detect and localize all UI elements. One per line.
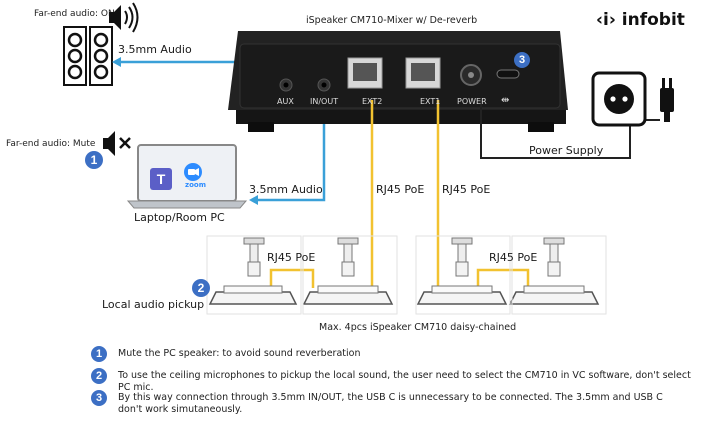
mic-frame-4 [511,235,607,315]
rj45-label-ext2: RJ45 PoE [376,183,425,196]
power-outlet-icon [591,71,647,127]
badge-3: 3 [514,52,530,68]
ceiling-mic-3 [416,237,508,305]
mic-frame-3 [415,235,511,315]
usb-icon: ⇹ [501,95,510,106]
rj45-label-right: RJ45 PoE [489,251,538,264]
note-1-badge: 1 [91,346,107,362]
laptop-label: Laptop/Room PC [134,211,225,224]
rj45-label-ext1: RJ45 PoE [442,183,491,196]
note-2-text: To use the ceiling microphones to pickup… [118,370,691,393]
diagram-title: iSpeaker CM710-Mixer w/ De-reverb [306,15,478,26]
note-2-badge: 2 [91,368,107,384]
port-label-ext2: EXT2 [362,97,383,106]
port-label-aux: AUX [277,97,294,106]
zoom-label: zoom [185,181,206,189]
port-label-power: POWER [457,97,487,106]
speaker-mute-icon [103,131,131,156]
logo-text: infobit [621,10,685,30]
note-3-text: By this way connection through 3.5mm IN/… [118,392,663,415]
port-label-inout: IN/OUT [310,97,339,106]
right-daisy-chain-cable [476,268,530,288]
stereo-speakers-icon [63,26,113,86]
badge-2: 2 [192,279,210,297]
speaker-on-icon [109,2,139,33]
note-1-text: Mute the PC speaker: to avoid sound reve… [118,348,361,359]
zoom-icon [184,163,202,181]
infobit-logo: ‹i› infobit [596,10,685,30]
far-end-on-label: Far-end audio: ON [34,9,115,19]
power-plug-icon [660,78,674,122]
far-end-mute-label: Far-end audio: Mute [6,139,96,149]
logo-mark-icon: ‹i› [596,10,616,30]
port-label-ext1: EXT1 [420,97,441,106]
daisy-chain-label: Max. 4pcs iSpeaker CM710 daisy-chained [319,322,517,333]
teams-icon: T [150,168,172,190]
ceiling-mic-1 [208,237,298,305]
badge-1: 1 [85,151,103,169]
audio-label-speakers: 3.5mm Audio [118,43,192,56]
svg-text:T: T [157,171,166,187]
ceiling-mic-2 [302,237,394,305]
rj45-label-left: RJ45 PoE [267,251,316,264]
note-3-badge: 3 [91,390,107,406]
audio-label-laptop: 3.5mm Audio [249,183,323,196]
cm710-mixer-device [228,31,568,132]
mic-frame-2 [302,235,398,315]
power-supply-label: Power Supply [529,144,604,157]
left-daisy-chain-cable [269,268,315,288]
local-pickup-label: Local audio pickup [102,298,205,311]
mic-frame-1 [206,235,302,315]
